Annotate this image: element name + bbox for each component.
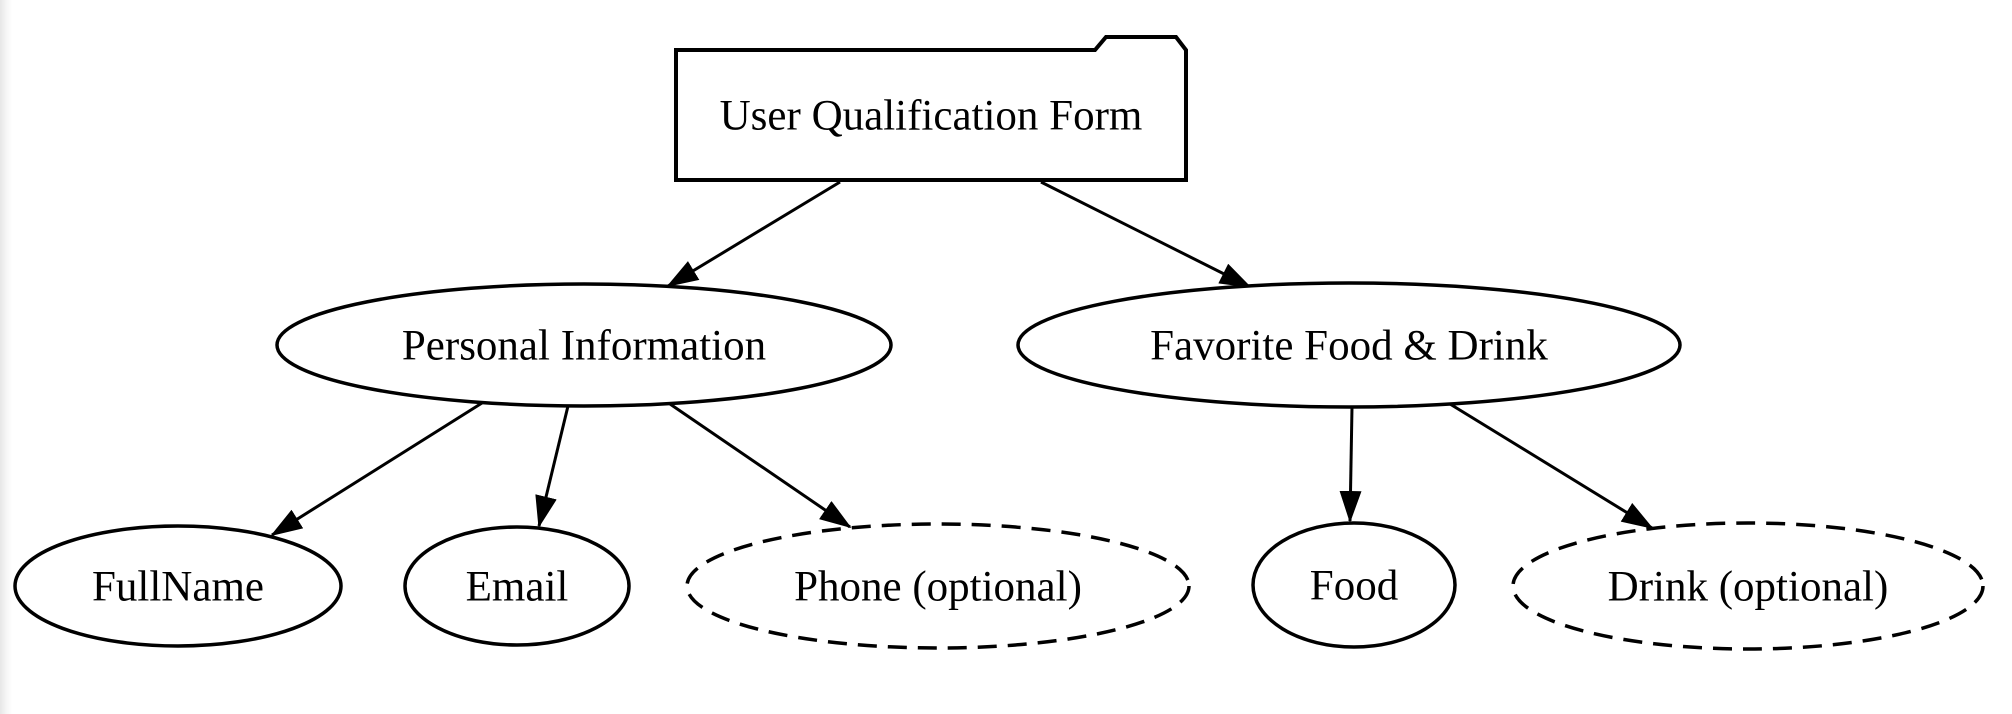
ellipse-shape [1251,521,1457,649]
node-label-phone-optional: Phone (optional) [794,564,1082,611]
ellipse-shape [1016,281,1682,409]
ellipse-shape [275,282,893,408]
edge-favorite-food [1339,406,1362,523]
ellipse-shape [13,524,343,648]
node-label-fullname: FullName [92,564,264,611]
edge-root-favorite [1040,180,1252,289]
node-user-qualification-form: User Qualification Form [674,35,1188,182]
node-favorite-food-drink: Favorite Food & Drink [1016,281,1682,409]
node-personal-information: Personal Information [275,282,893,408]
node-phone-optional: Phone (optional) [685,522,1191,650]
edge-personal-fullname [270,401,483,537]
node-drink-optional: Drink (optional) [1511,521,1985,651]
edge-favorite-drink [1449,402,1654,530]
node-email: Email [403,525,631,647]
node-label-personal-information: Personal Information [402,323,766,370]
page-left-shade [0,0,12,714]
node-label-email: Email [466,564,569,611]
edge-root-personal [666,180,841,288]
edge-personal-phone [669,402,852,529]
node-label-drink-optional: Drink (optional) [1608,564,1889,611]
edge-personal-email [535,405,570,528]
ellipse-shape-dashed [685,522,1191,650]
ellipse-shape [403,525,631,647]
node-label-user-qualification-form: User Qualification Form [720,93,1143,140]
folder-shape [674,35,1188,182]
node-food: Food [1251,521,1457,649]
ellipse-shape-dashed [1511,521,1985,651]
node-label-food: Food [1310,563,1398,610]
node-label-favorite-food-drink: Favorite Food & Drink [1150,323,1548,370]
edges-layer [270,180,1654,537]
node-fullname: FullName [13,524,343,648]
